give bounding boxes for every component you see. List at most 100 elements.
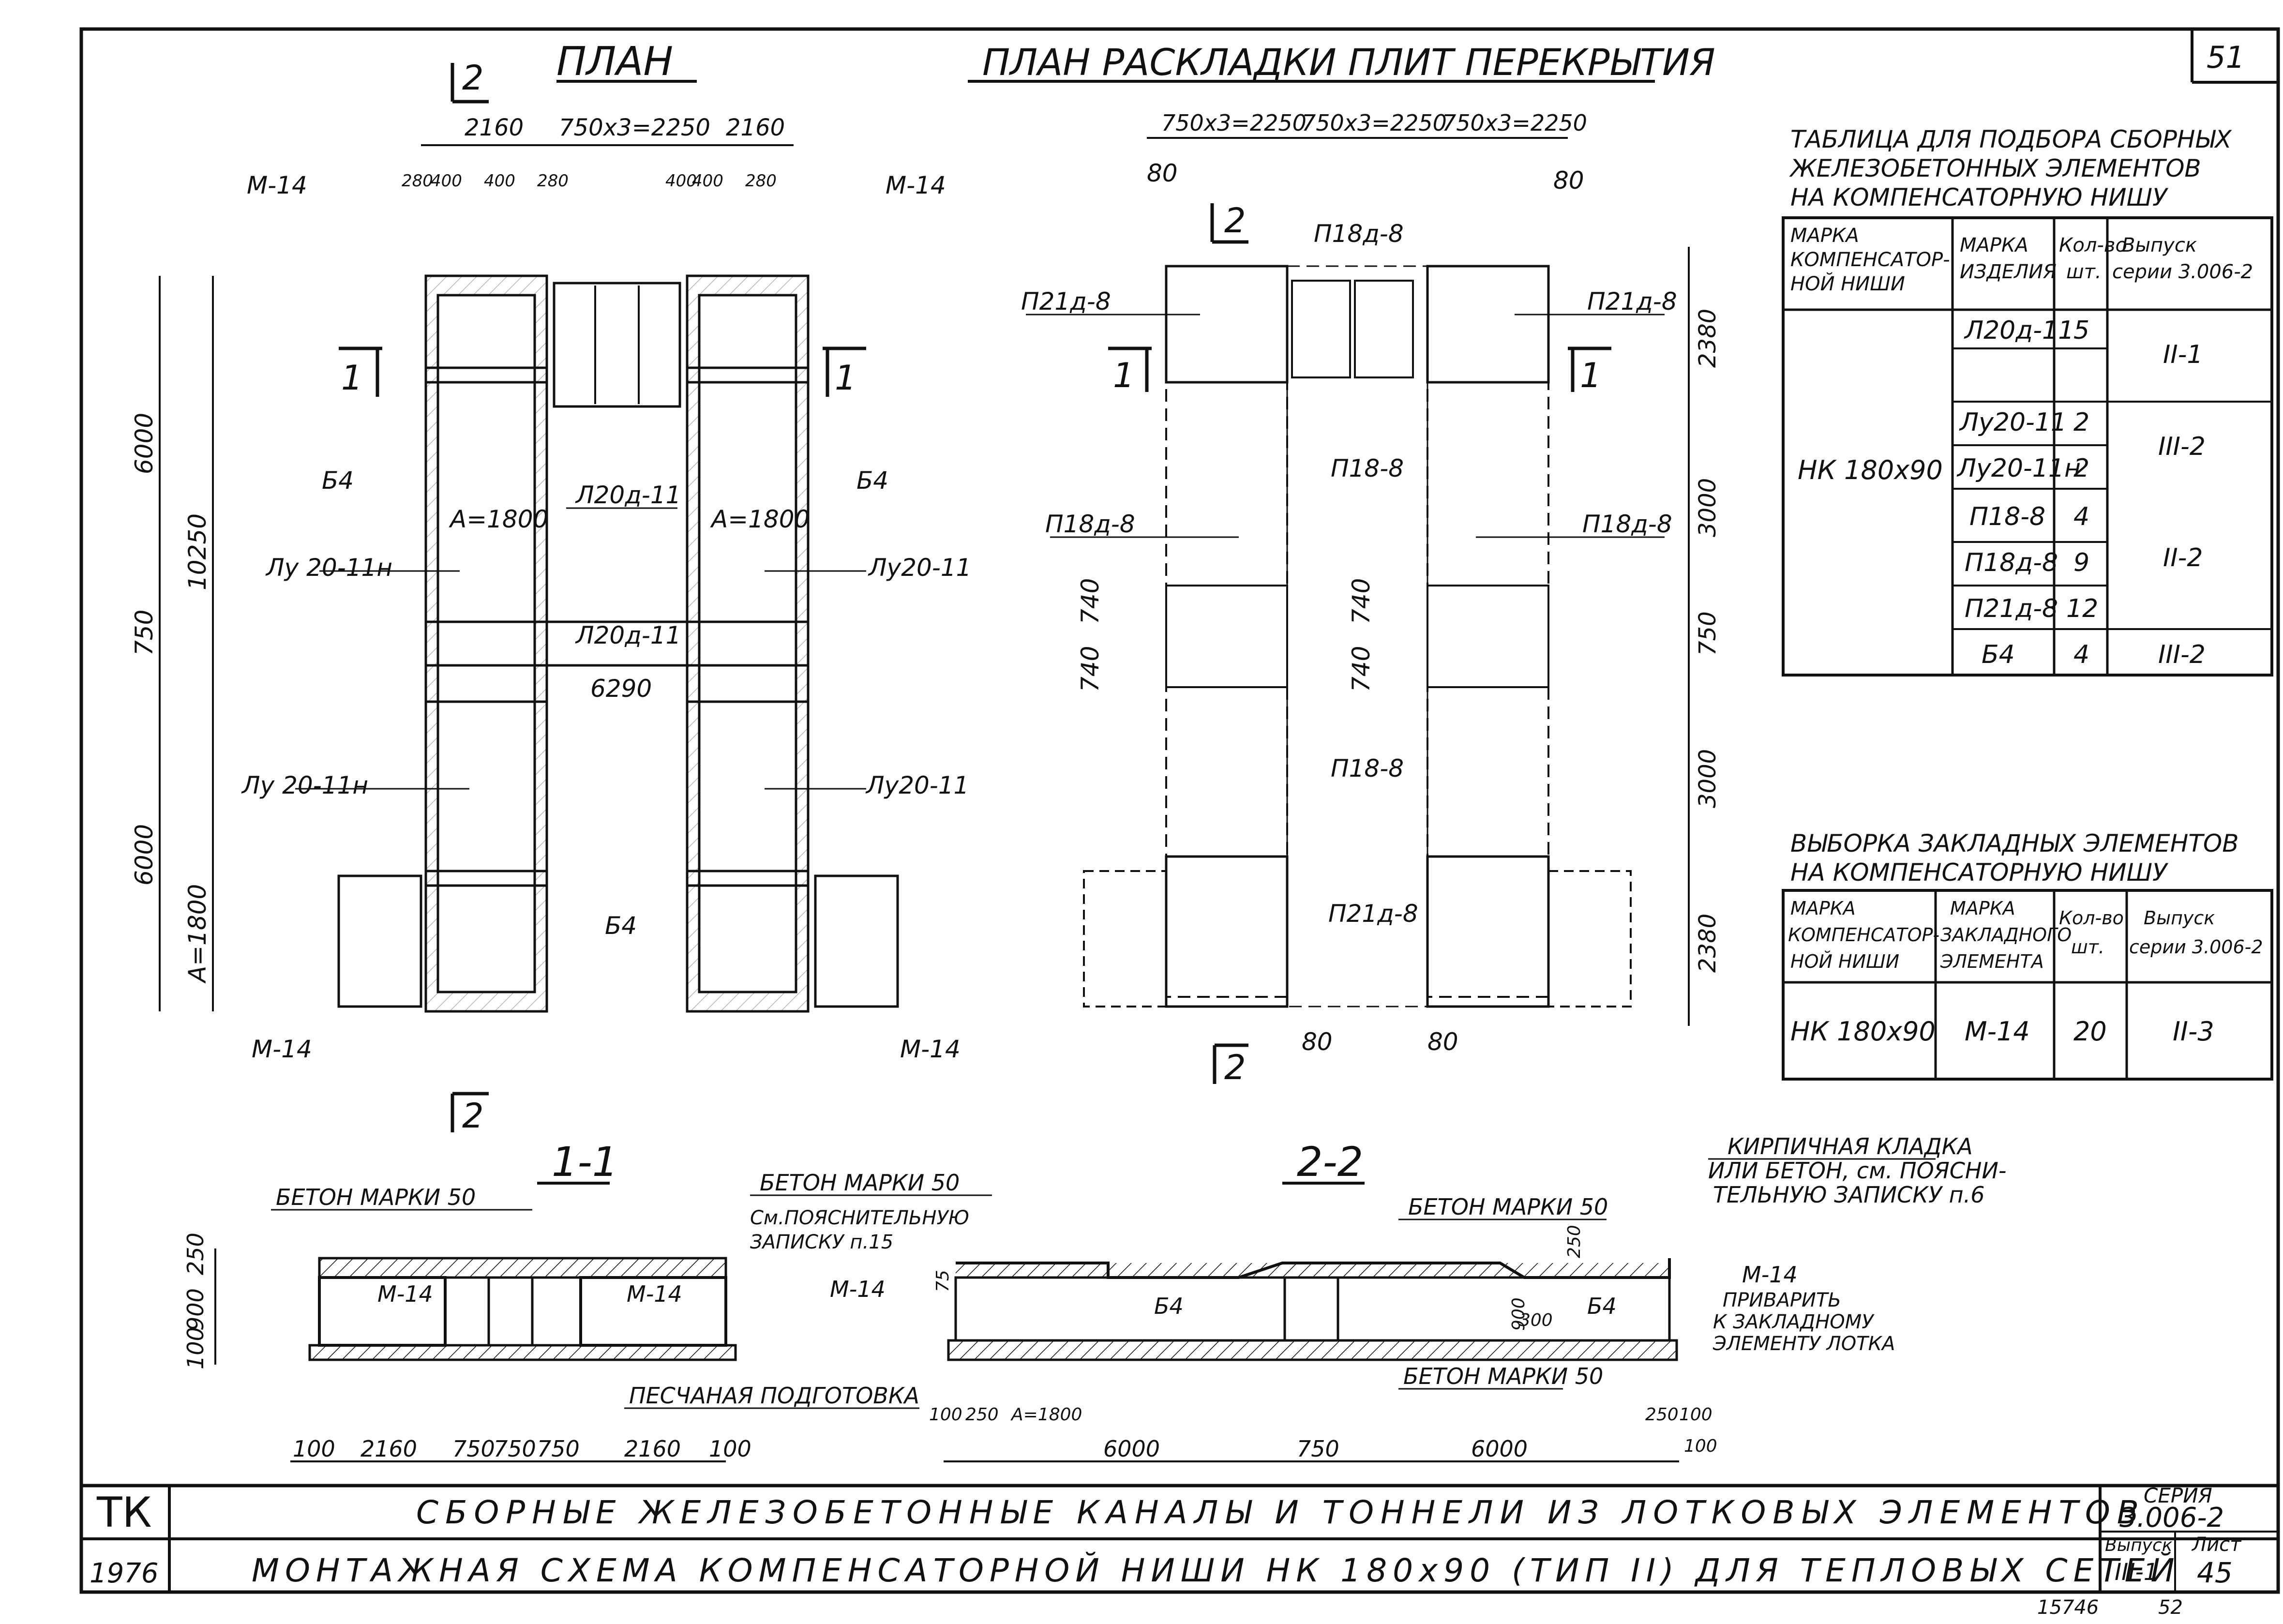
svg-text:II-3: II-3 — [2173, 1016, 2214, 1047]
svg-text:740: 740 — [1347, 646, 1375, 692]
svg-text:750: 750 — [1694, 611, 1721, 656]
svg-text:100: 100 — [182, 1327, 209, 1369]
svg-text:Лист: Лист — [2191, 1534, 2242, 1556]
svg-text:80: 80 — [1553, 166, 1584, 195]
svg-text:400: 400 — [484, 171, 515, 191]
svg-text:80: 80 — [1147, 159, 1178, 187]
svg-text:ВЫБОРКА ЗАКЛАДНЫХ ЭЛЕМЕНТОВ: ВЫБОРКА ЗАКЛАДНЫХ ЭЛЕМЕНТОВ — [1790, 829, 2239, 857]
svg-text:1: 1 — [1113, 356, 1135, 395]
svg-text:100: 100 — [929, 1405, 962, 1425]
svg-text:900: 900 — [1509, 1297, 1529, 1331]
svg-text:750: 750 — [130, 610, 158, 656]
svg-text:Выпуск: Выпуск — [2122, 234, 2197, 256]
svg-text:ЖЕЛЕЗОБЕТОННЫХ ЭЛЕМЕНТОВ: ЖЕЛЕЗОБЕТОННЫХ ЭЛЕМЕНТОВ — [1789, 154, 2201, 182]
svg-text:100: 100 — [709, 1436, 751, 1462]
svg-text:740: 740 — [1076, 646, 1104, 692]
svg-text:3000: 3000 — [1694, 478, 1721, 537]
svg-text:2160: 2160 — [360, 1436, 417, 1462]
svg-text:КОМПЕНСАТОР-: КОМПЕНСАТОР- — [1788, 924, 1939, 946]
svg-text:серии 3.006-2: серии 3.006-2 — [2129, 936, 2263, 958]
svg-text:2: 2 — [2073, 454, 2089, 483]
svg-text:II-1: II-1 — [2163, 340, 2203, 369]
svg-text:1: 1 — [835, 358, 856, 398]
svg-text:3000: 3000 — [1694, 749, 1721, 808]
svg-text:П21д-8: П21д-8 — [1021, 287, 1111, 316]
table2-title: ВЫБОРКА ЗАКЛАДНЫХ ЭЛЕМЕНТОВ НА КОМПЕНСАТ… — [1790, 829, 2239, 887]
svg-text:шт.: шт. — [2071, 936, 2104, 958]
svg-text:М-14: М-14 — [252, 1035, 312, 1063]
svg-text:750x3=2250: 750x3=2250 — [559, 114, 710, 141]
table1-title: ТАБЛИЦА ДЛЯ ПОДБОРА СБОРНЫХ ЖЕЛЕЗОБЕТОНН… — [1789, 125, 2232, 211]
svg-text:4: 4 — [2073, 502, 2089, 531]
svg-text:Лу 20-11н: Лу 20-11н — [265, 554, 392, 582]
svg-text:П18-8: П18-8 — [1331, 454, 1404, 482]
svg-text:2: 2 — [462, 1096, 484, 1136]
svg-text:740: 740 — [1076, 578, 1104, 624]
sheet-number: 45 — [2197, 1556, 2233, 1589]
plan-labels: М-14 М-14 М-14 М-14 Б4 Б4 Б4 Л20д-11 Л20… — [241, 171, 971, 1063]
svg-text:20: 20 — [2073, 1016, 2107, 1047]
svg-text:750: 750 — [1297, 1436, 1339, 1462]
svg-text:6000: 6000 — [130, 824, 158, 886]
series-number: 3.006-2 — [2119, 1502, 2224, 1534]
svg-text:Лу20-11: Лу20-11 — [1959, 408, 2067, 437]
svg-text:А=1800: А=1800 — [710, 505, 810, 533]
stamp-page: 52 — [2158, 1596, 2183, 1619]
svg-text:1: 1 — [1580, 356, 1602, 395]
svg-text:ЭЛЕМЕНТА: ЭЛЕМЕНТА — [1940, 951, 2044, 972]
svg-text:НА КОМПЕНСАТОРНУЮ НИШУ: НА КОМПЕНСАТОРНУЮ НИШУ — [1790, 183, 2169, 211]
svg-text:II-2: II-2 — [2163, 543, 2203, 572]
section-1-title: 1-1 — [552, 1138, 618, 1186]
cut-mark-2-bottom: 2 — [451, 1092, 489, 1136]
svg-text:5: 5 — [2073, 316, 2089, 345]
cut-mark-1-right: 1 — [823, 346, 866, 398]
svg-text:400: 400 — [692, 171, 723, 191]
svg-text:Лу20-11: Лу20-11 — [868, 554, 971, 582]
svg-text:М-14: М-14 — [886, 171, 946, 199]
svg-text:М-14: М-14 — [830, 1276, 886, 1302]
slab-labels: П18д-8 П21д-8 П21д-8 П18-8 П18д-8 П18д-8… — [1021, 159, 1677, 1056]
sheet-frame — [79, 27, 2280, 1594]
svg-text:М-14: М-14 — [247, 171, 307, 199]
svg-text:2160: 2160 — [465, 114, 524, 141]
svg-text:4: 4 — [2073, 640, 2089, 669]
svg-text:МАРКА: МАРКА — [1950, 898, 2015, 919]
svg-text:750x3=2250: 750x3=2250 — [1161, 110, 1307, 136]
svg-text:250: 250 — [182, 1233, 209, 1275]
svg-text:КОМПЕНСАТОР-: КОМПЕНСАТОР- — [1790, 249, 1950, 271]
svg-text:900: 900 — [182, 1288, 209, 1331]
svg-text:Б4: Б4 — [856, 466, 888, 495]
svg-text:БЕТОН МАРКИ 50: БЕТОН МАРКИ 50 — [276, 1184, 476, 1210]
svg-text:Лу 20-11н: Лу 20-11н — [241, 771, 368, 799]
svg-text:280: 280 — [537, 171, 569, 191]
svg-text:ТАБЛИЦА ДЛЯ ПОДБОРА СБОРНЫХ: ТАБЛИЦА ДЛЯ ПОДБОРА СБОРНЫХ — [1790, 125, 2232, 153]
svg-text:ИЛИ БЕТОН, см. ПОЯСНИ-: ИЛИ БЕТОН, см. ПОЯСНИ- — [1708, 1158, 2007, 1184]
svg-text:Кол-во: Кол-во — [2059, 234, 2127, 256]
svg-text:80: 80 — [1427, 1028, 1458, 1056]
svg-text:МАРКА: МАРКА — [1790, 898, 1856, 919]
svg-text:См.ПОЯСНИТЕЛЬНУЮ: См.ПОЯСНИТЕЛЬНУЮ — [750, 1207, 969, 1229]
slab-right-dims: 2380 3000 750 3000 2380 — [1694, 309, 1721, 973]
svg-text:Л20д-11: Л20д-11 — [575, 481, 681, 509]
svg-text:750x3=2250: 750x3=2250 — [1442, 110, 1587, 136]
svg-text:2: 2 — [462, 58, 484, 98]
section2-labels: БЕТОН МАРКИ 50 БЕТОН МАРКИ 50 КИРПИЧНАЯ … — [830, 1133, 2007, 1389]
svg-text:П18д-8: П18д-8 — [1582, 510, 1672, 538]
svg-text:Лу20-11: Лу20-11 — [865, 771, 969, 799]
plan-title: ПЛАН — [556, 39, 673, 85]
svg-text:А=1800: А=1800 — [449, 505, 548, 533]
svg-text:КИРПИЧНАЯ КЛАДКА: КИРПИЧНАЯ КЛАДКА — [1727, 1133, 1973, 1159]
section1-dims: 100 2160 750 750 750 2160 100 250 900 10… — [182, 1233, 751, 1462]
svg-text:2160: 2160 — [726, 114, 785, 141]
svg-text:серии 3.006-2: серии 3.006-2 — [2112, 261, 2253, 283]
table2 — [1782, 889, 2273, 1081]
slab-plan-title: ПЛАН РАСКЛАДКИ ПЛИТ ПЕРЕКРЫТИЯ — [982, 41, 1715, 84]
table1-headers: МАРКА КОМПЕНСАТОР- НОЙ НИШИ МАРКА ИЗДЕЛИ… — [1790, 225, 2253, 295]
svg-text:П21д-8: П21д-8 — [1587, 287, 1677, 316]
svg-text:Кол-во: Кол-во — [2059, 907, 2124, 929]
svg-text:ЭЛЕМЕНТУ ЛОТКА: ЭЛЕМЕНТУ ЛОТКА — [1712, 1333, 1895, 1355]
svg-text:ТЕЛЬНУЮ ЗАПИСКУ п.6: ТЕЛЬНУЮ ЗАПИСКУ п.6 — [1713, 1182, 1985, 1208]
svg-text:ЗАПИСКУ п.15: ЗАПИСКУ п.15 — [750, 1231, 893, 1253]
svg-text:250: 250 — [1564, 1225, 1584, 1258]
